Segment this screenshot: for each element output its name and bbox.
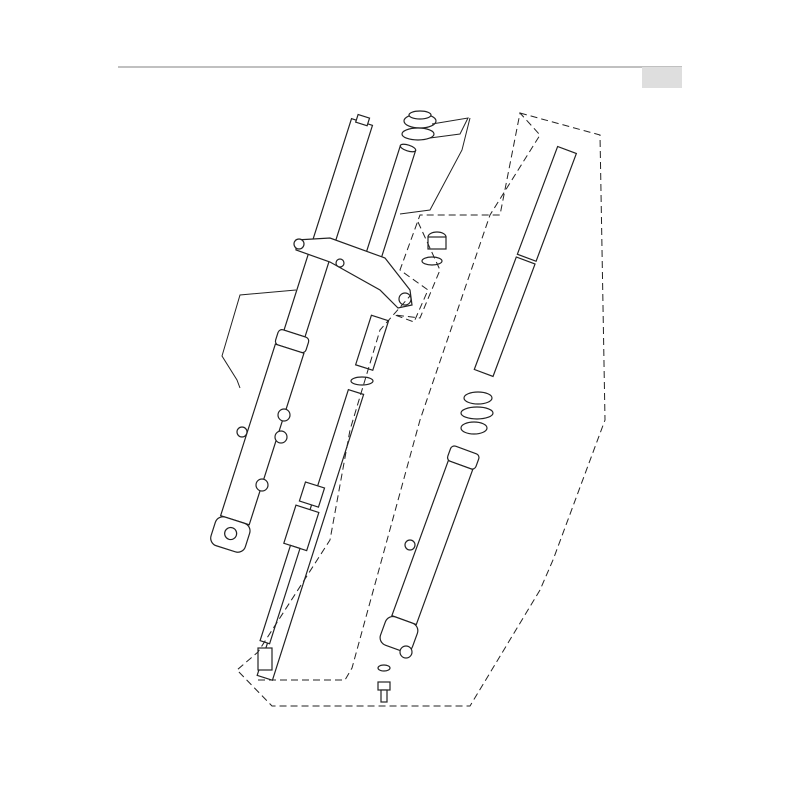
left-fork-assembly	[210, 113, 374, 553]
washer	[350, 376, 374, 386]
left-lug-lower	[255, 478, 269, 492]
left-axle-hole	[224, 526, 238, 541]
steering-stem-assembly	[221, 110, 471, 389]
left-caliper-mount	[277, 408, 291, 422]
bearing-seal	[401, 127, 435, 141]
line-art-part	[399, 117, 471, 215]
oil-seal	[460, 421, 488, 435]
left-inner-tube	[283, 117, 374, 338]
line-art-part	[210, 113, 374, 553]
line-art-part	[427, 236, 447, 250]
lower-triple-clamp	[295, 237, 413, 309]
corner-tab	[642, 67, 682, 88]
line-art-part	[354, 314, 390, 372]
o-ring	[421, 256, 443, 266]
group-outline-cap	[394, 221, 441, 319]
right-fork-exploded	[379, 145, 578, 659]
line-art-part	[293, 238, 305, 250]
line-art-part	[221, 289, 297, 389]
drain-washer	[377, 664, 391, 672]
line-art-part	[360, 143, 417, 276]
spacer-tube	[354, 314, 390, 372]
line-art-part	[259, 481, 326, 645]
drain-bolt	[380, 689, 388, 703]
left-caliper-mount	[274, 430, 288, 444]
line-art-part	[398, 292, 412, 306]
exploded-internals	[256, 314, 391, 703]
line-art-part	[399, 143, 417, 153]
right-caliper-mount	[404, 539, 416, 551]
line-art-part	[379, 445, 480, 653]
line-art-part	[429, 117, 469, 139]
dust-seal	[463, 391, 493, 405]
group-outline-inner	[258, 111, 541, 681]
line-art-part	[473, 145, 578, 378]
right-inner-tube-lower	[473, 256, 536, 378]
right-axle-bracket	[379, 615, 419, 653]
oil-lock-piece	[257, 647, 273, 671]
rebound-spring	[298, 481, 326, 508]
retaining-clip	[460, 406, 494, 420]
right-axle-hole	[399, 645, 413, 659]
left-outer-tube	[219, 343, 305, 526]
line-art-part	[408, 110, 432, 120]
left-top-bolt	[354, 113, 371, 127]
line-art-part	[335, 258, 345, 268]
right-outer-tube	[391, 459, 474, 626]
right-inner-tube-upper	[516, 145, 578, 262]
drain-bolt-head	[377, 681, 391, 691]
group-outline-right	[236, 112, 606, 707]
left-lug	[236, 426, 248, 438]
line-art-part	[377, 664, 391, 703]
